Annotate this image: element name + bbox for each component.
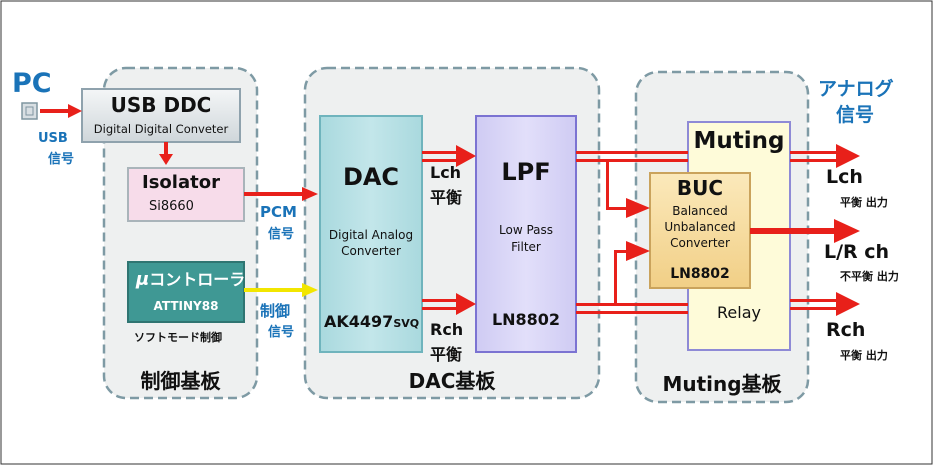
buc-subtitle-3: Converter [670,236,730,250]
arrow-output-lr [750,219,860,243]
arrow-pc-to-ddc [40,104,82,118]
lch-balanced-label-2: 平衡 [430,188,463,207]
dac-subtitle-2: Converter [341,244,401,258]
dac-subtitle-1: Digital Analog [328,228,414,242]
isolator-box [127,167,245,222]
lpf-subtitle-1: Low Pass [499,223,553,237]
muting-title: Muting [693,128,785,154]
output-lch-note: 平衡 出力 [840,196,888,209]
output-lr-note: 不平衡 出力 [840,270,899,283]
output-rch-note: 平衡 出力 [840,349,888,362]
controller-title-mu: μ [136,269,150,290]
output-rch-label: Rch [826,319,866,341]
usb-signal-label-2: 信号 [48,152,75,167]
isolator-part: Si8660 [149,199,194,214]
usb-ddc-box [81,88,241,143]
dac-title: DAC [342,163,400,191]
dac-part-suffix: SVQ [393,317,420,330]
analog-header-1: アナログ [818,78,894,100]
lpf-box [475,115,577,353]
relay-label: Relay [717,303,761,322]
arrow-dac-to-lpf-lch [422,145,476,167]
output-lch-label: Lch [826,166,863,188]
analog-header-2: 信号 [836,104,875,126]
buc-subtitle-2: Unbalanced [664,220,736,234]
arrow-dac-to-lpf-rch [422,293,476,315]
arrow-pcm [244,187,318,201]
buc-subtitle-1: Balanced [672,204,728,218]
control-board-title: 制御基板 [140,369,221,393]
arrow-output-rch [790,292,860,316]
arrow-output-lch [790,144,860,168]
lpf-part: LN8802 [491,310,561,329]
controller-box [127,261,245,323]
lines-lpf-to-muting-upper [576,151,688,218]
output-lr-label: L/R ch [824,241,890,263]
muting-board-title: Muting基板 [662,372,782,396]
dac-box [319,115,423,353]
pcm-signal-label-2: 信号 [268,227,295,242]
controller-part: ATTINY88 [153,299,219,313]
lpf-subtitle-2: Filter [511,240,541,254]
controller-title: μコントローラ [136,266,245,290]
isolator-title: Isolator [142,172,220,193]
arrow-control [244,283,318,297]
pc-label: PC [12,68,52,99]
dac-part-main: AK4497 [324,312,394,331]
usb-signal-label-1: USB [38,131,68,146]
dac-board-title: DAC基板 [408,369,496,393]
lines-lpf-to-muting-lower [576,241,688,314]
arrow-ddc-to-isolator [159,142,173,165]
software-mode-label: ソフトモード制御 [134,331,222,344]
pcm-signal-label-1: PCM [260,203,297,221]
rch-balanced-label-2: 平衡 [430,345,463,364]
control-signal-label-2: 信号 [268,325,295,340]
lpf-title: LPF [501,158,551,186]
buc-part: LN8802 [670,266,730,282]
control-signal-label-1: 制御 [260,302,291,320]
dac-part: AK4497SVQ [324,312,419,331]
buc-title: BUC [676,176,724,200]
usb-ddc-subtitle: Digital Digital Conveter [93,122,229,136]
controller-title-rest: コントローラ [149,270,246,289]
rch-balanced-label-1: Rch [430,320,464,339]
usb-port-icon [21,102,38,120]
usb-ddc-title: USB DDC [110,93,212,117]
lch-balanced-label-1: Lch [430,163,462,182]
